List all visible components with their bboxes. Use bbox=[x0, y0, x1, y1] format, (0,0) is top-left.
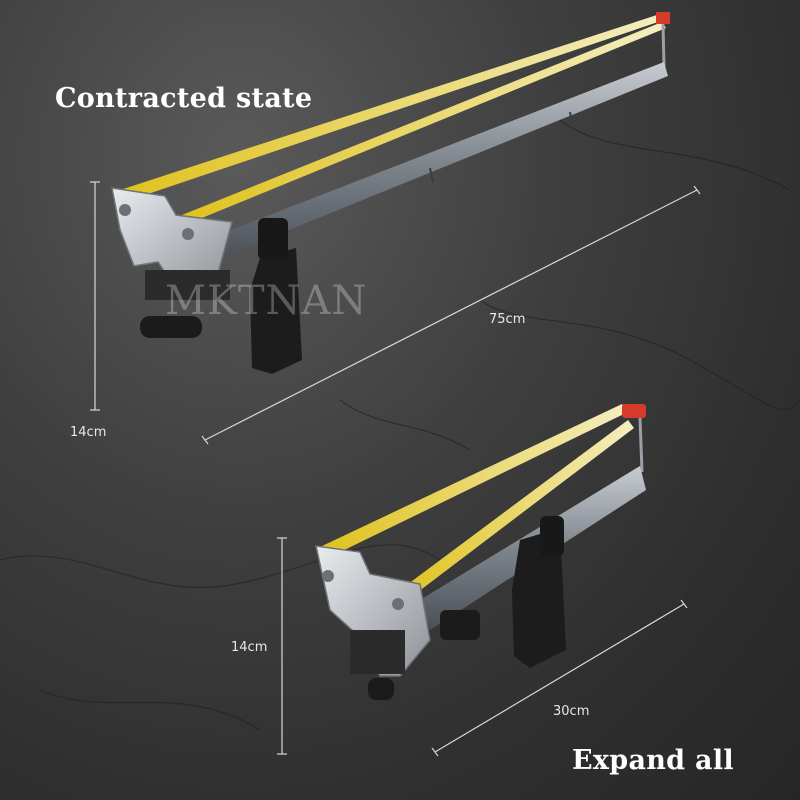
top-length-label: 75cm bbox=[489, 312, 526, 327]
top-band-left bbox=[120, 14, 664, 200]
top-laser bbox=[140, 316, 202, 338]
top-height-label: 14cm bbox=[70, 425, 107, 440]
top-band-right bbox=[182, 22, 666, 222]
texture-cracks bbox=[0, 119, 800, 731]
bottom-grip bbox=[512, 528, 566, 668]
contracted-state-title: Contracted state bbox=[55, 83, 313, 114]
bottom-slingshot bbox=[315, 404, 646, 700]
top-rod bbox=[205, 62, 668, 262]
bottom-length-label: 30cm bbox=[553, 704, 590, 719]
bottom-height-label: 14cm bbox=[231, 640, 268, 655]
expand-all-title: Expand all bbox=[572, 745, 734, 776]
top-slingshot bbox=[111, 12, 670, 374]
bottom-band-right bbox=[400, 420, 634, 598]
watermark: MKTNAN bbox=[165, 278, 368, 324]
bottom-tip-icon bbox=[622, 404, 646, 418]
dimension-lines bbox=[90, 181, 701, 757]
bottom-band-left bbox=[322, 404, 628, 556]
bottom-laser bbox=[368, 678, 394, 700]
top-tip-icon bbox=[656, 12, 670, 24]
top-grip bbox=[250, 248, 302, 374]
